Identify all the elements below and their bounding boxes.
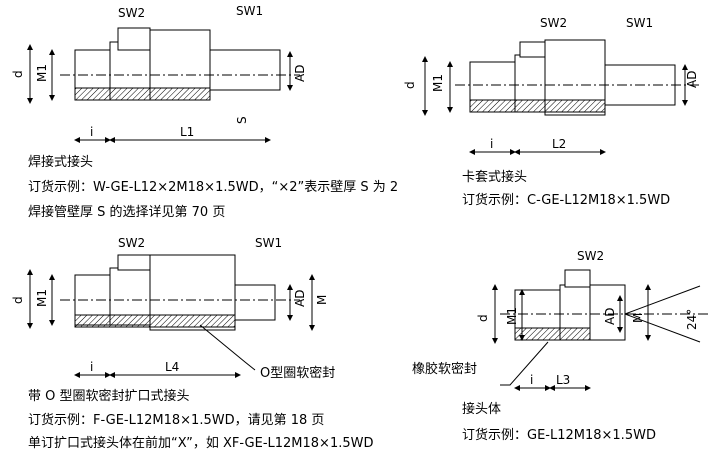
fitting-body-title: 接头体 xyxy=(462,402,502,417)
dim-i: i xyxy=(90,360,93,374)
dim-i: i xyxy=(530,373,533,387)
dim-ad: AD xyxy=(603,308,617,325)
compression-order-example: 订货示例：C-GE-L12M18×1.5WD xyxy=(462,193,671,208)
compression-fitting-title: 卡套式接头 xyxy=(462,170,528,185)
dim-ad: AD xyxy=(293,65,307,82)
fitting-body-drawing: d M1 AD M 24° SW2 i L3 橡胶软密封 xyxy=(412,249,710,391)
dim-l4: L4 xyxy=(165,360,179,374)
flared-fitting-drawing: d M1 AD M SW2 SW1 i L4 O型圈软密封 xyxy=(11,236,335,381)
label-sw2: SW2 xyxy=(577,249,604,263)
dim-m1: M1 xyxy=(431,74,445,92)
label-sw1: SW1 xyxy=(236,4,263,18)
dim-m1: M1 xyxy=(505,307,519,325)
welded-fitting-drawing: d M1 AD SW2 SW1 S i L1 xyxy=(11,4,307,143)
label-sw1: SW1 xyxy=(626,16,653,30)
flared-note: 单订扩口式接头体在前加“X”，如 XF-GE-L12M18×1.5WD xyxy=(28,436,374,451)
dim-m1: M1 xyxy=(35,64,49,82)
welded-order-example: 订货示例：W-GE-L12×2M18×1.5WD，“×2”表示壁厚 S 为 2 xyxy=(28,180,399,195)
fitting-body-order-example: 订货示例：GE-L12M18×1.5WD xyxy=(462,428,656,443)
welded-fitting-title: 焊接式接头 xyxy=(28,155,94,170)
rubber-seal-label: 橡胶软密封 xyxy=(412,361,477,377)
dim-i: i xyxy=(490,137,493,151)
label-sw2: SW2 xyxy=(118,236,145,250)
dim-i: i xyxy=(90,125,93,139)
label-sw2: SW2 xyxy=(540,16,567,30)
compression-fitting-drawing: d M1 AD SW2 SW1 i L2 xyxy=(403,16,700,155)
dim-m1: M1 xyxy=(35,289,49,307)
dim-d: d xyxy=(476,314,490,322)
dim-d: d xyxy=(11,296,25,304)
dim-ad: AD xyxy=(293,290,307,307)
dim-m: M xyxy=(631,313,645,323)
flared-fitting-title: 带 O 型圈软密封扩口式接头 xyxy=(28,389,190,404)
dim-d: d xyxy=(403,81,417,89)
welded-note: 焊接管壁厚 S 的选择详见第 70 页 xyxy=(28,205,226,220)
dim-l2: L2 xyxy=(552,137,566,151)
label-sw1: SW1 xyxy=(255,236,282,250)
angle-24: 24° xyxy=(685,309,699,330)
dim-ad: AD xyxy=(685,71,699,88)
dim-d: d xyxy=(11,70,25,78)
o-ring-seal-label: O型圈软密封 xyxy=(260,365,335,381)
dim-m: M xyxy=(315,295,329,305)
dim-l1: L1 xyxy=(180,125,194,139)
dim-l3: L3 xyxy=(556,373,570,387)
flared-order-example: 订货示例：F-GE-L12M18×1.5WD，请见第 18 页 xyxy=(28,413,325,428)
dim-s: S xyxy=(235,116,249,124)
label-sw2: SW2 xyxy=(118,6,145,20)
